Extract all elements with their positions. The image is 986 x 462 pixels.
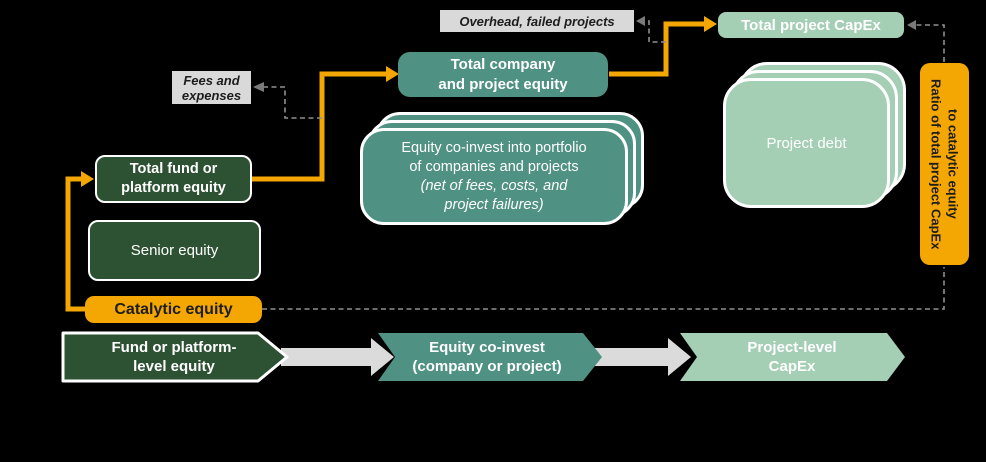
total-project-capex-box: Total project CapEx bbox=[718, 12, 904, 38]
ratio-capex-equity-box: Ratio of total project CapEx to catalyti… bbox=[920, 63, 969, 265]
project-debt-text: Project debt bbox=[766, 134, 847, 152]
dashed-connector-catalytic-to-ratio bbox=[262, 267, 945, 310]
dashed-connector-overhead bbox=[645, 20, 666, 43]
overhead-failed-projects-label: Overhead, failed projects bbox=[440, 10, 634, 32]
flow-arrowhead-capex bbox=[704, 16, 717, 32]
dashed-connector-fees bbox=[264, 86, 322, 119]
equity-coinvest-note-text: (net of fees, costs, and project failure… bbox=[420, 177, 568, 213]
dashed-arrowhead-fees bbox=[253, 82, 264, 92]
stack-layer-front bbox=[723, 78, 890, 208]
catalytic-equity-box: Catalytic equity bbox=[85, 296, 262, 323]
project-debt-stack: Project debt bbox=[723, 62, 906, 208]
stack-layer-front bbox=[360, 128, 628, 225]
equity-coinvest-stack: Equity co-invest into portfolio of compa… bbox=[360, 112, 644, 225]
flow-arrowhead-company bbox=[386, 66, 399, 82]
dashed-arrowhead-ratio bbox=[907, 20, 916, 30]
stage-chevron-capex bbox=[680, 333, 905, 381]
equity-coinvest-main-text: Equity co-invest into portfolio of compa… bbox=[401, 139, 587, 175]
stage-coinvest-label: Equity co-invest (company or project) bbox=[412, 339, 562, 375]
flow-arrow-catalytic-to-fund bbox=[65, 176, 86, 312]
total-fund-box: Total fund or platform equity bbox=[95, 155, 252, 203]
senior-equity-box: Senior equity bbox=[88, 220, 261, 281]
stage-arrow-connector-1 bbox=[281, 338, 394, 376]
total-company-equity-box: Total company and project equity bbox=[398, 52, 608, 97]
stage-arrow-connector-2 bbox=[593, 338, 691, 376]
flow-arrow-company-to-capex bbox=[609, 21, 705, 77]
fees-expenses-label: Fees and expenses bbox=[172, 71, 251, 104]
flow-arrowhead-fund bbox=[81, 171, 94, 187]
stage-chevron-fund bbox=[61, 331, 289, 383]
stage-chevron-coinvest bbox=[378, 333, 602, 381]
stage-fund-label: Fund or platform- level equity bbox=[111, 339, 237, 375]
dashed-connector-ratio-top bbox=[916, 24, 945, 62]
dashed-arrowhead-overhead bbox=[636, 16, 645, 26]
ratio-capex-equity-text: Ratio of total project CapEx to catalyti… bbox=[928, 78, 961, 250]
stage-capex-label: Project-level CapEx bbox=[747, 339, 837, 375]
flow-arrow-fund-to-company bbox=[252, 71, 387, 182]
